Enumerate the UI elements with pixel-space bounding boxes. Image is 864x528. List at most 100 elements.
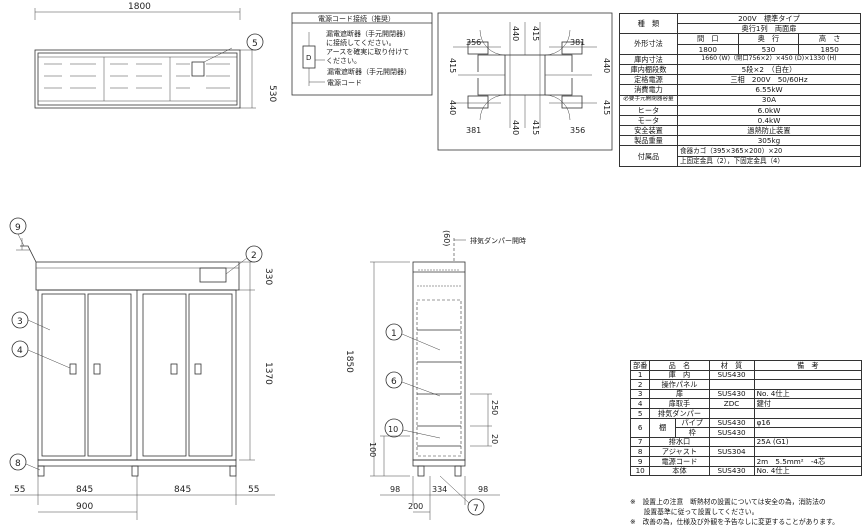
top-view: 1800 530 <box>34 2 277 109</box>
parts-name: 排気ダンパー <box>649 407 710 419</box>
door-top-440: 440 <box>511 26 520 41</box>
parts-name: 扉取手 <box>649 398 710 409</box>
spec-row-label: 外形寸法 <box>619 33 678 55</box>
callout-7: 7 <box>473 504 479 514</box>
parts-material: SUS430 <box>708 427 755 438</box>
parts-material <box>708 455 755 467</box>
power-line1: 漏電遮断器（手元開閉器） <box>326 29 410 38</box>
power-line3: アースを確実に取り付けて <box>326 47 409 56</box>
door-right-440: 440 <box>602 58 611 73</box>
spec-row-value: 5段×2 （自在） <box>676 63 862 76</box>
parts-material: SUS430 <box>708 369 755 381</box>
parts-material <box>708 379 755 390</box>
spec-row-label: 付属品 <box>619 145 678 167</box>
spec-col-head: 高 さ <box>798 33 861 45</box>
spec-row-value: 6.55kW <box>676 84 862 96</box>
parts-no: 8 <box>629 446 651 457</box>
dim-side-b3: 98 <box>478 485 488 494</box>
parts-name: 本体 <box>649 465 710 477</box>
dim-side-top: (60) <box>442 230 451 246</box>
callout-10: 10 <box>388 425 398 434</box>
spec-row-label: 製品重量 <box>619 135 678 147</box>
spec-row-value: 6.0kW <box>676 104 862 116</box>
parts-material <box>708 436 755 448</box>
parts-material: SUS304 <box>708 446 755 457</box>
parts-no: 7 <box>629 436 651 448</box>
spec-col-head: 奥 行 <box>737 33 800 45</box>
spec-row-label: モータ <box>619 114 678 127</box>
parts-no: 1 <box>629 369 651 381</box>
door-top-right: 381 <box>570 38 585 47</box>
spec-header-label: 種 類 <box>619 12 678 35</box>
door-right-415: 415 <box>602 100 611 115</box>
power-label-breaker: 漏電遮断器（手元開閉器） <box>327 67 411 76</box>
dim-side-total: 1850 <box>344 350 354 373</box>
dim-front-b2: 845 <box>76 485 93 495</box>
power-title: 電源コード接続（推奨） <box>318 14 395 23</box>
spec-row-value: 過熱防止装置 <box>676 125 862 137</box>
dim-side-200: 200 <box>408 502 423 511</box>
callout-6: 6 <box>391 377 397 387</box>
dim-side-100: 100 <box>368 442 377 457</box>
dim-top-depth: 530 <box>267 85 277 102</box>
dim-side-b1: 98 <box>390 485 400 494</box>
note-line-3: ※ 改善の為，仕様及び外観を予告なしに変更することがあります。 <box>630 518 839 526</box>
spec-dim-value: 1800 <box>676 43 739 55</box>
dim-front-b3: 845 <box>174 485 191 495</box>
parts-material: SUS430 <box>708 388 755 400</box>
spec-row-value: 305kg <box>676 135 862 147</box>
parts-no: 2 <box>629 379 651 390</box>
spec-row-label: 庫内棚段数 <box>619 63 678 76</box>
callout-4: 4 <box>17 346 23 356</box>
parts-note: 25A (G1) <box>753 436 863 448</box>
parts-note <box>753 379 863 390</box>
power-line4: ください。 <box>326 57 361 65</box>
parts-material: SUS430 <box>708 417 755 429</box>
parts-material: SUS430 <box>708 465 755 477</box>
callout-9: 9 <box>15 223 21 233</box>
parts-note: No. 4仕上 <box>753 388 863 400</box>
door-bottom-right: 356 <box>570 126 585 135</box>
dim-top-width: 1800 <box>128 2 151 12</box>
door-bottom-left: 381 <box>466 126 481 135</box>
parts-note: No. 4仕上 <box>753 465 863 477</box>
dim-front-b1: 55 <box>14 485 25 495</box>
spec-row-label: 定格電源 <box>619 74 678 86</box>
spec-header-value-1: 200V 標準タイプ <box>676 12 862 25</box>
parts-note: 2m 5.5mm² -4芯 <box>753 455 863 467</box>
parts-name: 電源コード <box>649 455 710 467</box>
callout-5: 5 <box>252 39 258 49</box>
door-left-440: 440 <box>448 100 457 115</box>
parts-note: 鍵付 <box>753 398 863 409</box>
parts-note <box>753 427 863 438</box>
door-left-415: 415 <box>448 58 457 73</box>
parts-sub: 枠 <box>674 427 710 438</box>
spec-accessory-1: 食器カゴ（395×365×200）×20 <box>676 145 862 157</box>
spec-table: 種 類 200V 標準タイプ 奥行1列 両面扉 外形寸法 間 口 奥 行 高 さ… <box>619 12 862 167</box>
front-view: 330 1370 55 845 845 55 900 <box>10 238 275 520</box>
callout-8: 8 <box>15 459 21 469</box>
spec-row-label: 必要手元開閉器容量 <box>619 94 678 106</box>
spec-row-label: 庫内寸法 <box>619 53 678 65</box>
parts-name: 排水口 <box>649 436 710 448</box>
dim-side-gap: 20 <box>490 434 499 444</box>
dim-front-b4: 55 <box>248 485 259 495</box>
breaker-symbol: D <box>306 54 311 62</box>
parts-name: 扉 <box>649 388 710 400</box>
parts-name: アジャスト <box>649 446 710 457</box>
spec-row-value: 1660 (W)（開口756×2）×450 (D)×1330 (H) <box>676 53 862 65</box>
spec-accessory-2: 上固定金具（2），下固定金具（4） <box>676 155 862 167</box>
parts-no: 3 <box>629 388 651 400</box>
spec-row-value: 0.4kW <box>676 114 862 127</box>
dim-side-b2: 334 <box>432 485 447 494</box>
power-line2: に接続してください。 <box>326 38 396 47</box>
parts-header: 材 質 <box>708 360 755 371</box>
parts-material <box>708 407 755 419</box>
parts-note <box>753 369 863 381</box>
parts-name: 操作パネル <box>649 379 710 390</box>
spec-col-head: 間 口 <box>676 33 739 45</box>
parts-header: 品 名 <box>649 360 710 371</box>
spec-row-label: 消費電力 <box>619 84 678 96</box>
